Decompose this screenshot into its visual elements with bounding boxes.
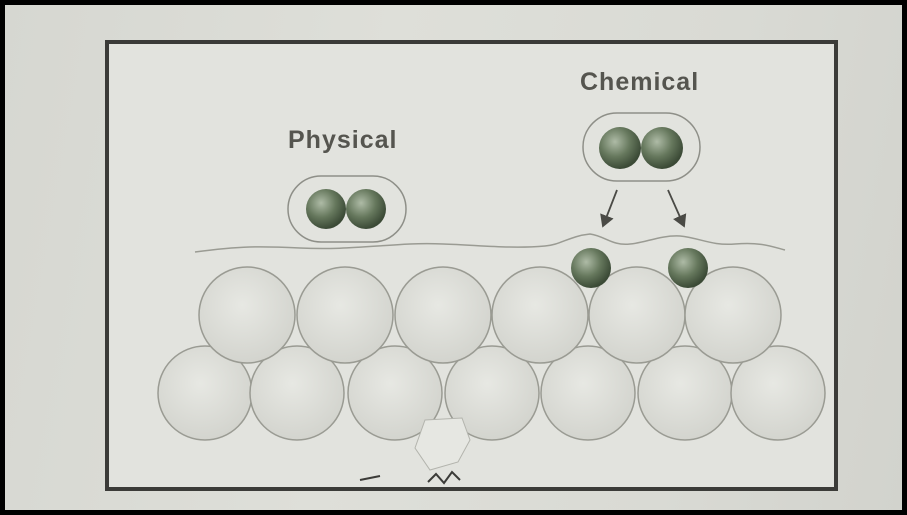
chemisorption-molecule (583, 113, 700, 181)
adsorbate-atom (641, 127, 683, 169)
chemical-label: Chemical (580, 68, 699, 97)
adsorbate-atom (346, 189, 386, 229)
physical-label: Physical (288, 126, 397, 155)
dissociation-arrow-right (668, 190, 684, 226)
surface-boundary-line (195, 234, 785, 252)
photo-background: Physical Chemical (5, 5, 902, 510)
substrate-atom (395, 267, 491, 363)
scribble-mark (360, 472, 460, 483)
torn-paper-mark (415, 418, 470, 470)
adsorbate-atom (571, 248, 611, 288)
adsorbate-atom (668, 248, 708, 288)
adsorbate-atom (599, 127, 641, 169)
substrate-atom (297, 267, 393, 363)
dissociation-arrow-left (603, 190, 617, 226)
adsorbate-atom (306, 189, 346, 229)
substrate-atom (492, 267, 588, 363)
physisorbed-molecule (288, 176, 406, 242)
adsorption-diagram (5, 5, 902, 510)
substrate-atom (199, 267, 295, 363)
